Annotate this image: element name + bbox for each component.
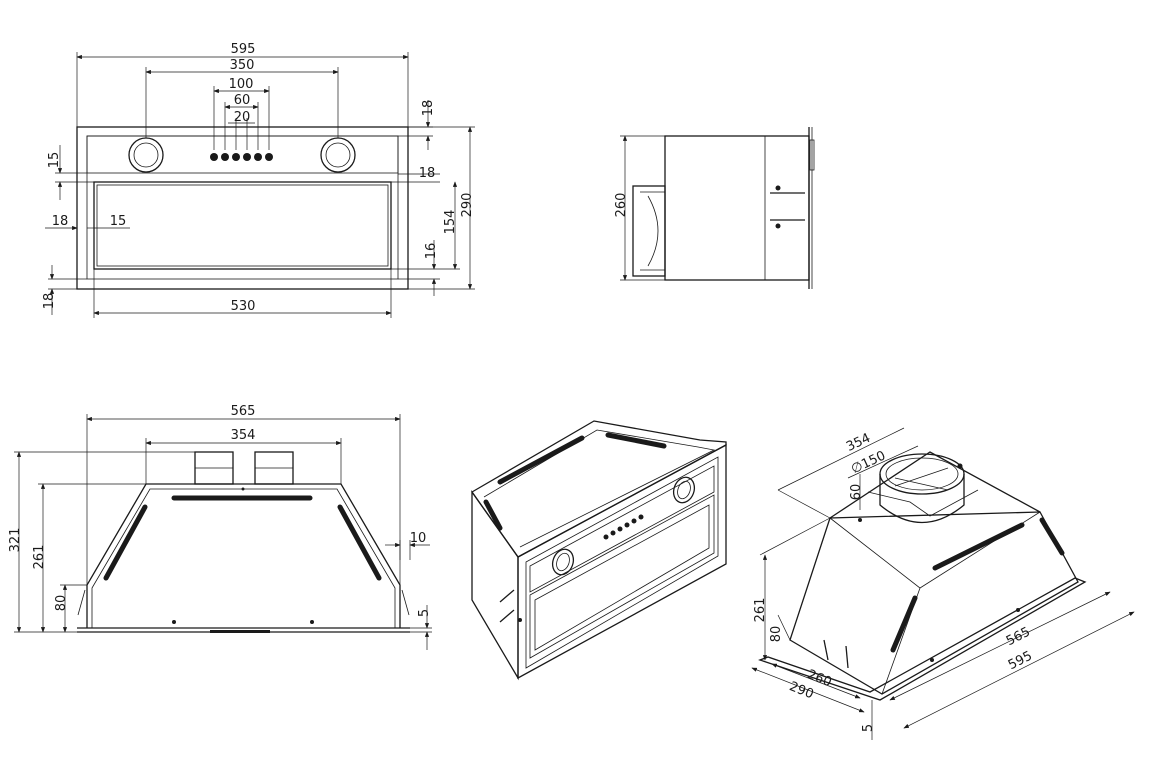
iso-outlet-collar (879, 453, 965, 495)
front-outer-frame (76, 126, 409, 290)
dim-530: 530 (231, 299, 256, 314)
dim-18-right: 18 (419, 166, 436, 181)
iso-rear-view: 354 ∅150 60 261 80 260 290 565 595 5 (751, 427, 1135, 740)
dim-5-rear: 5 (417, 609, 432, 617)
iso-front-top (471, 420, 727, 558)
dim-20: 20 (234, 110, 251, 125)
control-buttons (210, 153, 273, 161)
iso-front-filter (529, 494, 715, 659)
dim-354-iso: 354 (844, 431, 873, 455)
filter-window (93, 181, 392, 270)
front-view: 595 350 100 60 20 18 15 18 (42, 42, 475, 318)
dim-60: 60 (234, 93, 251, 108)
iso-front-frame (517, 443, 727, 680)
dim-60-iso: 60 (849, 484, 864, 501)
iso-rear-body (789, 511, 1079, 695)
rear-body (86, 483, 401, 628)
dim-565-iso: 565 (1004, 625, 1033, 650)
dim-10: 10 (410, 531, 427, 546)
rear-view: 565 354 321 261 80 10 5 (8, 404, 432, 650)
side-view: 260 (614, 127, 815, 289)
dim-18-top: 18 (421, 100, 436, 117)
side-body (664, 135, 810, 281)
dim-80-iso: 80 (769, 626, 784, 643)
dim-15-left: 15 (47, 152, 62, 169)
iso-rear-flange (758, 577, 1087, 701)
dim-5-iso: 5 (861, 724, 876, 732)
dim-100: 100 (229, 77, 254, 92)
iso-rear-top (829, 451, 1041, 519)
dim-595: 595 (231, 42, 256, 57)
dim-18-left: 18 (52, 214, 69, 229)
dim-80-rear: 80 (54, 595, 69, 612)
dim-261-rear: 261 (32, 545, 47, 570)
dim-321: 321 (8, 528, 23, 553)
dim-354-rear: 354 (231, 428, 256, 443)
dim-18-bottom: 18 (42, 293, 57, 310)
dim-16: 16 (424, 243, 439, 260)
side-duct (632, 185, 666, 277)
control-panel (86, 135, 399, 174)
dim-350: 350 (230, 58, 255, 73)
dim-15-inner: 15 (110, 214, 127, 229)
iso-front-view (471, 420, 727, 681)
dim-261-iso: 261 (753, 598, 768, 623)
dim-154: 154 (443, 210, 458, 235)
dim-290: 290 (460, 193, 475, 218)
dim-565-rear: 565 (231, 404, 256, 419)
dim-260-side: 260 (614, 193, 629, 218)
